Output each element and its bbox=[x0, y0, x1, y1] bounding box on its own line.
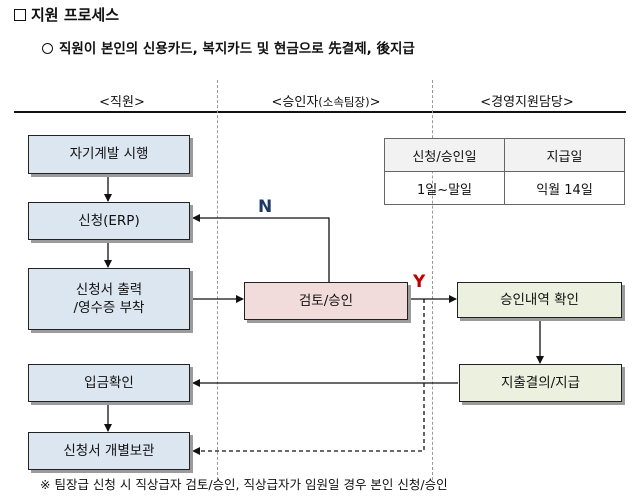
box-deposit-confirm: 입금확인 bbox=[28, 364, 190, 402]
lane-header-management: <경영지원담당> bbox=[480, 95, 574, 110]
arrow-review-no bbox=[192, 214, 330, 282]
schedule-table: 신청/승인일 지급일 1일~말일 익월 14일 bbox=[384, 138, 625, 205]
box-approval-check: 승인내역 확인 bbox=[457, 282, 622, 318]
schedule-header-row: 신청/승인일 지급일 bbox=[384, 138, 625, 172]
print-line2: /영수증 부착 bbox=[73, 300, 145, 316]
schedule-value-apply: 1일~말일 bbox=[384, 171, 505, 205]
label-no: N bbox=[258, 197, 273, 217]
circle-bullet-icon bbox=[42, 43, 53, 54]
print-line1: 신청서 출력 bbox=[75, 281, 143, 298]
lane-approver-close: > bbox=[369, 95, 381, 110]
lane-approver-label: <승인자 bbox=[271, 95, 319, 110]
box-expense-payment: 지출결의/지급 bbox=[459, 364, 622, 402]
schedule-value-row: 1일~말일 익월 14일 bbox=[384, 171, 625, 205]
box-print-application: 신청서 출력 /영수증 부착 bbox=[28, 268, 190, 330]
lane-approver-note: (소속팀장) bbox=[318, 95, 370, 109]
schedule-header-apply: 신청/승인일 bbox=[384, 138, 505, 172]
footnote: ※ 팀장급 신청 시 직상급자 검토/승인, 직상급자가 임원일 경우 본인 신… bbox=[40, 477, 448, 492]
lane-separator-right bbox=[432, 80, 433, 480]
schedule-header-pay: 지급일 bbox=[504, 138, 625, 172]
arrow-yes-to-archive bbox=[192, 299, 425, 455]
page-subtitle: 직원이 본인의 신용카드, 복지카드 및 현금으로 先결제, 後지급 bbox=[42, 37, 415, 57]
title-text: 지원 프로세스 bbox=[31, 6, 120, 24]
checkbox-icon bbox=[14, 9, 26, 21]
box-review-approve: 검토/승인 bbox=[244, 282, 408, 320]
lane-header-approver: <승인자(소속팀장)> bbox=[236, 91, 416, 110]
box-archive: 신청서 개별보관 bbox=[28, 432, 190, 470]
lane-separator-left bbox=[217, 80, 218, 480]
label-yes: Y bbox=[413, 272, 426, 292]
lane-header-employee: <직원> bbox=[99, 95, 145, 110]
schedule-value-pay: 익월 14일 bbox=[504, 171, 625, 205]
subtitle-text: 직원이 본인의 신용카드, 복지카드 및 현금으로 先결제, 後지급 bbox=[59, 41, 415, 57]
box-self-development: 자기계발 시행 bbox=[28, 135, 190, 174]
box-apply-erp: 신청(ERP) bbox=[28, 202, 190, 240]
lane-divider-line bbox=[14, 111, 626, 113]
page-title: 지원 프로세스 bbox=[14, 4, 119, 25]
